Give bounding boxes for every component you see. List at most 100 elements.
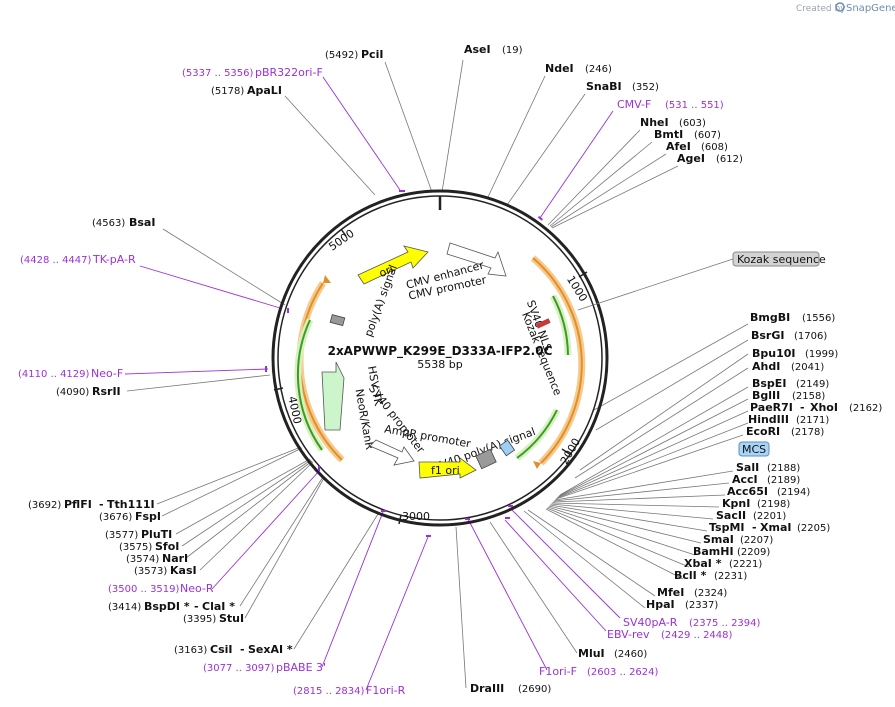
site-agei[interactable]: AgeI bbox=[677, 152, 705, 165]
site-pos: (19) bbox=[502, 45, 523, 56]
snapgene-logo-icon bbox=[835, 2, 845, 12]
site-fspi[interactable]: FspI bbox=[135, 510, 161, 523]
site-pos: (4563) bbox=[92, 218, 125, 229]
site-draiii[interactable]: DraIII bbox=[470, 682, 504, 695]
site-pos: (2162) bbox=[849, 403, 882, 414]
primer-f1ori-f[interactable]: F1ori-F bbox=[539, 665, 577, 678]
primer-sv40pa-r[interactable]: SV40pA-R bbox=[623, 616, 678, 629]
site-sali[interactable]: SalI bbox=[736, 461, 759, 474]
site-ecori[interactable]: EcoRI bbox=[746, 425, 780, 438]
site-clai[interactable]: ClaI * bbox=[202, 600, 235, 613]
site-bglii[interactable]: BglII bbox=[752, 389, 780, 402]
site-acci[interactable]: AccI bbox=[732, 473, 758, 486]
site-pos: (3414) bbox=[108, 602, 141, 613]
primer-tk-pa-r[interactable]: TK-pA-R bbox=[92, 253, 136, 266]
primer-f1ori-r[interactable]: F1ori-R bbox=[366, 684, 406, 697]
site-nari[interactable]: NarI bbox=[162, 552, 188, 565]
site-bsrgi[interactable]: BsrGI bbox=[751, 329, 784, 342]
credit-text: Created by bbox=[796, 4, 846, 14]
primer-leader-lines bbox=[124, 76, 621, 691]
site-pos: (3395) bbox=[183, 614, 216, 625]
site-pcii[interactable]: PciI bbox=[361, 48, 383, 61]
site-paer7i[interactable]: PaeR7I bbox=[750, 401, 793, 414]
site-kpni[interactable]: KpnI bbox=[722, 497, 750, 510]
site-pos: (2231) bbox=[714, 571, 747, 582]
site-pos: (2221) bbox=[729, 559, 762, 570]
site-bspei[interactable]: BspEI bbox=[752, 377, 786, 390]
site-pos: (5492) bbox=[325, 50, 358, 61]
site-pos: (2690) bbox=[518, 684, 551, 695]
primer-pos: (4428 .. 4447) bbox=[20, 255, 92, 266]
ori-arrow bbox=[357, 245, 429, 285]
site-sfoi[interactable]: SfoI bbox=[155, 540, 179, 553]
ori-label: ori bbox=[377, 263, 395, 280]
site-smai[interactable]: SmaI bbox=[703, 533, 734, 546]
site-pos: (2041) bbox=[791, 362, 824, 373]
backbone-outer bbox=[271, 189, 609, 527]
site-snabi[interactable]: SnaBI bbox=[586, 80, 622, 93]
site-csii[interactable]: CsiI bbox=[210, 643, 232, 656]
site-bmgbi[interactable]: BmgBI bbox=[750, 311, 790, 324]
primer-pbr322ori-f[interactable]: pBR322ori-F bbox=[255, 66, 323, 79]
site-sexai[interactable]: SexAI * bbox=[248, 643, 293, 656]
site-mlui[interactable]: MluI bbox=[578, 647, 605, 660]
site-bpu10i[interactable]: Bpu10I bbox=[752, 347, 796, 360]
site-pos: (2158) bbox=[792, 391, 825, 402]
site-xmai[interactable]: XmaI bbox=[760, 521, 791, 534]
mcs-box-label: MCS bbox=[742, 443, 766, 456]
site-kasi[interactable]: KasI bbox=[170, 564, 197, 577]
sv40pa-box bbox=[475, 448, 497, 470]
site-pos: (2149) bbox=[796, 379, 829, 390]
cmv-arrow bbox=[446, 242, 507, 277]
site-ndei[interactable]: NdeI bbox=[545, 62, 574, 75]
primer-ebv-rev[interactable]: EBV-rev bbox=[607, 628, 650, 641]
f1ori-arrow bbox=[418, 457, 477, 479]
site-pos: (2194) bbox=[777, 487, 810, 498]
site-bmti[interactable]: BmtI bbox=[654, 128, 683, 141]
site-bspdi[interactable]: BspDI * bbox=[144, 600, 190, 613]
site-xhoi[interactable]: XhoI bbox=[810, 401, 838, 414]
site-pos: (2198) bbox=[757, 499, 790, 510]
site-afei[interactable]: AfeI bbox=[666, 140, 691, 153]
site-sep: - bbox=[800, 401, 805, 414]
site-pflfi[interactable]: PflFI bbox=[64, 498, 92, 511]
feature-arc-cds-line bbox=[532, 257, 583, 464]
primer-neo-r[interactable]: Neo-R bbox=[180, 582, 214, 595]
site-sacii[interactable]: SacII bbox=[716, 509, 746, 522]
site-bamhi[interactable]: BamHI bbox=[693, 545, 734, 558]
site-pos: (2205) bbox=[797, 523, 830, 534]
site-hindiii[interactable]: HindIII bbox=[748, 413, 789, 426]
site-tspmi[interactable]: TspMI bbox=[709, 521, 745, 534]
site-apali[interactable]: ApaLI bbox=[247, 84, 282, 97]
mcs-box[interactable] bbox=[738, 441, 770, 457]
amppro-label: AmpR promoter bbox=[383, 423, 472, 451]
neo-arrow bbox=[321, 361, 345, 431]
site-bcli[interactable]: BclI * bbox=[674, 569, 707, 582]
site-stui[interactable]: StuI bbox=[219, 612, 244, 625]
site-ahdi[interactable]: AhdI bbox=[752, 360, 780, 373]
site-pos: (1999) bbox=[805, 349, 838, 360]
site-hpai[interactable]: HpaI bbox=[646, 598, 675, 611]
site-bsai[interactable]: BsaI bbox=[129, 216, 155, 229]
site-pos: (3163) bbox=[174, 645, 207, 656]
kozak-box-label: Kozak sequence bbox=[737, 253, 826, 266]
site-rsrii[interactable]: RsrII bbox=[92, 385, 121, 398]
primer-pos: (2429 .. 2448) bbox=[661, 630, 733, 641]
primer-pbabe-3[interactable]: pBABE 3' bbox=[276, 661, 326, 674]
site-pos: (352) bbox=[632, 82, 659, 93]
site-asei[interactable]: AseI bbox=[464, 43, 491, 56]
primer-cmv-f[interactable]: CMV-F bbox=[617, 98, 651, 111]
site-xbai[interactable]: XbaI * bbox=[684, 557, 722, 570]
site-pos: (2324) bbox=[694, 588, 727, 599]
primer-neo-f[interactable]: Neo-F bbox=[91, 367, 123, 380]
site-pos: (2171) bbox=[796, 415, 829, 426]
polya-box bbox=[329, 314, 346, 327]
primer-pos: (2603 .. 2624) bbox=[587, 667, 659, 678]
site-nhei[interactable]: NheI bbox=[640, 116, 669, 129]
site-pos: (3575) bbox=[119, 542, 152, 553]
site-acc65i[interactable]: Acc65I bbox=[727, 485, 768, 498]
site-mfei[interactable]: MfeI bbox=[657, 586, 684, 599]
site-tth111i[interactable]: Tth111I bbox=[107, 498, 155, 511]
site-pluti[interactable]: PluTI bbox=[141, 528, 172, 541]
